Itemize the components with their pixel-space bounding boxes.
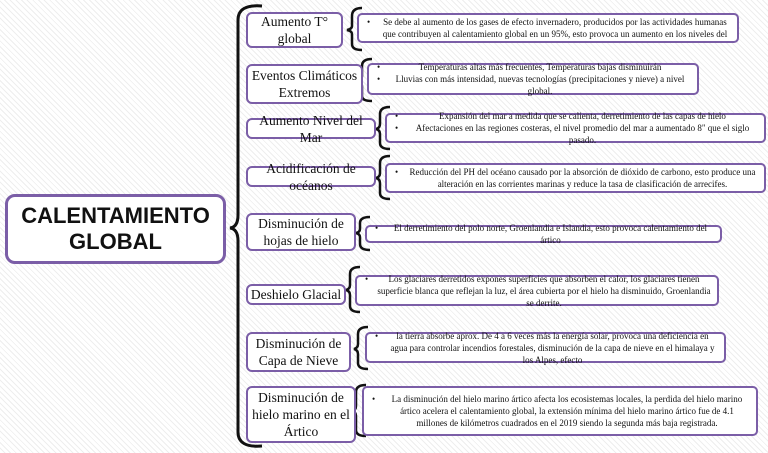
- brace-3: [375, 105, 391, 151]
- detail-point: Reducción del PH del océano causado por …: [393, 166, 758, 190]
- detail-point: Se debe al aumento de los gases de efect…: [365, 16, 731, 40]
- detail-point: Los glaciares derretidos expones superfi…: [363, 273, 711, 309]
- detail-point: Expansión del mar a medida que se calien…: [393, 110, 758, 122]
- brace-6: [345, 265, 361, 314]
- detail-eventos-climaticos: Temperaturas altas más frecuentes, Tempe…: [367, 61, 699, 97]
- root-topic: CALENTAMIENTO GLOBAL: [5, 194, 226, 264]
- branch-nivel-mar: Aumento Nivel del Mar: [246, 113, 376, 145]
- branch-aumento-temperatura: Aumento T° global: [246, 12, 343, 48]
- brace-1: [346, 6, 363, 52]
- branch-deshielo-glacial: Deshielo Glacial: [246, 284, 346, 305]
- detail-point: Lluvias con más intensidad, nuevas tecno…: [375, 73, 691, 97]
- detail-hojas-hielo: El derretimiento del polo norte, Groenla…: [365, 222, 722, 246]
- detail-point: La disminución del hielo marino ártico a…: [370, 393, 750, 429]
- main-brace: [229, 4, 263, 448]
- brace-5: [355, 215, 371, 252]
- branch-capa-nieve: Disminución de Capa de Nieve: [246, 332, 351, 372]
- branch-hojas-hielo: Disminución de hojas de hielo: [246, 213, 356, 251]
- detail-nivel-mar: Expansión del mar a medida que se calien…: [385, 110, 766, 146]
- branch-acidificacion: Acidificación de océanos: [246, 161, 376, 193]
- brace-4: [375, 154, 391, 201]
- detail-deshielo-glacial: Los glaciares derretidos expones superfi…: [355, 273, 719, 309]
- detail-point: Temperaturas altas más frecuentes, Tempe…: [375, 61, 691, 73]
- brace-7: [353, 325, 369, 371]
- detail-capa-nieve: la tierra absorbe aprox. De 4 a 6 veces …: [365, 330, 726, 366]
- detail-point: Afectaciones en las regiones costeras, e…: [393, 122, 758, 146]
- branch-eventos-climaticos: Eventos Climáticos Extremos: [246, 64, 363, 104]
- detail-acidificacion: Reducción del PH del océano causado por …: [385, 163, 766, 193]
- detail-aumento-temperatura: Se debe al aumento de los gases de efect…: [357, 13, 739, 43]
- detail-point: El derretimiento del polo norte, Groenla…: [373, 222, 714, 246]
- detail-point: la tierra absorbe aprox. De 4 a 6 veces …: [373, 330, 718, 366]
- detail-hielo-marino: La disminución del hielo marino ártico a…: [362, 386, 758, 436]
- branch-hielo-marino: Disminución de hielo marino en el Ártico: [246, 386, 356, 443]
